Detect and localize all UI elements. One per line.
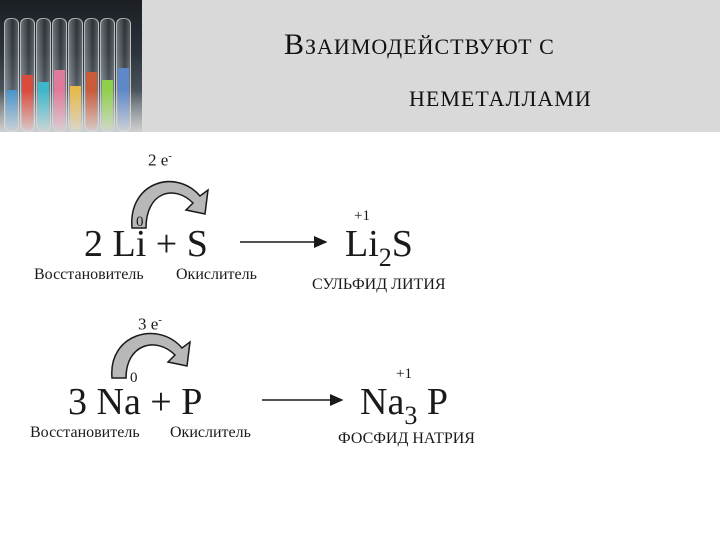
oxidation-state-product-1: +1 [354, 208, 370, 224]
electrons-transferred-1: 2 е- [148, 150, 172, 170]
oxidation-state-na: 0 [130, 370, 138, 386]
title-line-2: НЕМЕТАЛЛАМИ [409, 86, 592, 111]
reducer-label-2: Восстановитель [30, 424, 140, 441]
test-tubes-photo [0, 0, 142, 132]
product-formula-2: Na3 P [360, 381, 448, 430]
product-formula-1: Li2S [345, 223, 413, 272]
oxidation-state-li: 0 [136, 214, 144, 230]
oxidizer-label-2: Окислитель [170, 424, 251, 441]
title-band: ВЗАИМОДЕЙСТВУЮТ С НЕМЕТАЛЛАМИ [0, 0, 720, 132]
reactants-2: 3 Na + P [68, 381, 203, 423]
oxidizer-label-1: Окислитель [176, 266, 257, 283]
electrons-transferred-2: 3 е- [138, 314, 162, 334]
title-line-1: ВЗАИМОДЕЙСТВУЮТ С [284, 28, 555, 61]
reactants-1: 2 Li + S [84, 223, 208, 265]
oxidation-state-product-2: +1 [396, 366, 412, 382]
electron-transfer-arrow-2 [111, 332, 191, 379]
electron-transfer-arrow-1 [131, 180, 209, 229]
product-name-2: ФОСФИД НАТРИЯ [338, 430, 475, 447]
product-name-1: СУЛЬФИД ЛИТИЯ [312, 276, 446, 293]
reducer-label-1: Восстановитель [34, 266, 144, 283]
